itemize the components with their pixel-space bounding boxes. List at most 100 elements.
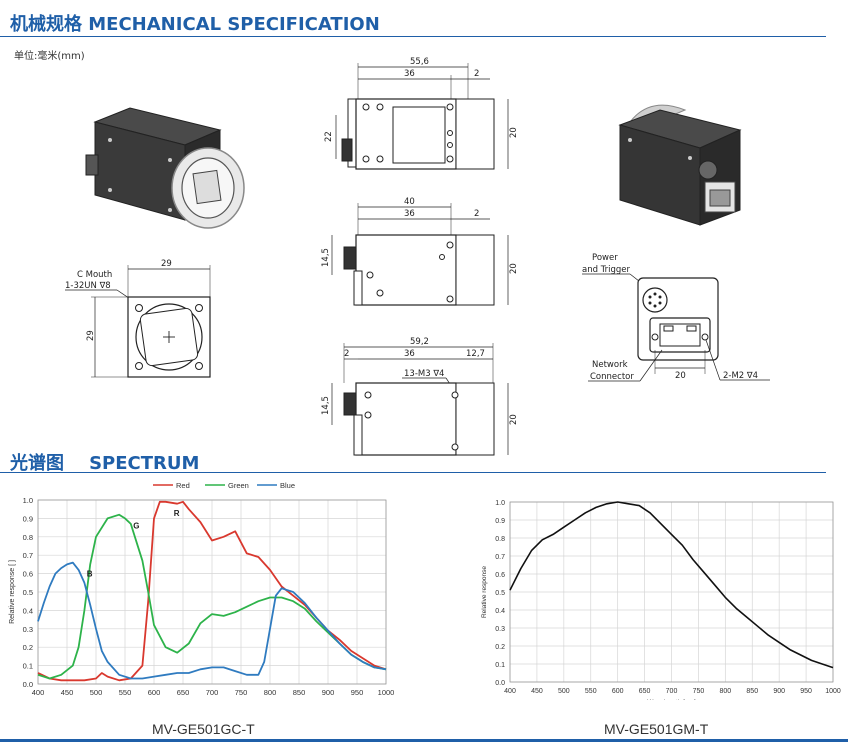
x-tick-label: 1000 xyxy=(378,688,395,697)
rear-width-dim: 20 xyxy=(675,371,686,381)
x-tick-label: 800 xyxy=(719,688,731,695)
top-right-height-dim: 20 xyxy=(509,127,519,138)
y-tick-label: 0.7 xyxy=(23,551,33,560)
y-tick-label: 0.0 xyxy=(23,680,33,689)
connector-label: Connector xyxy=(590,372,634,382)
x-tick-label: 950 xyxy=(800,688,812,695)
rear-holes-label: 2-M2 ∇4 xyxy=(723,371,758,381)
thread-label: 1-32UN ∇8 xyxy=(65,281,111,291)
x-tick-label: 1000 xyxy=(825,688,841,695)
x-tick-label: 400 xyxy=(32,688,45,697)
spectrum-section-rule xyxy=(0,472,826,473)
bottom-overall-dim: 59,2 xyxy=(410,337,429,347)
plot-frame xyxy=(37,499,387,685)
bottom-left-height-dim: 14,5 xyxy=(321,396,331,415)
series-line-green xyxy=(37,513,387,680)
y-tick-label: 0.5 xyxy=(495,590,505,597)
y-tick-label: 0.0 xyxy=(495,680,505,687)
unit-note: 单位:毫米(mm) xyxy=(14,51,85,62)
y-tick-label: 0.2 xyxy=(23,643,33,652)
network-label: Network xyxy=(592,360,628,370)
mono-model-caption: MV-GE501GM-T xyxy=(604,721,709,737)
bottom-rule xyxy=(0,739,848,742)
y-axis-label: Relative response [ ] xyxy=(9,560,16,624)
front-width-dim: 29 xyxy=(161,259,172,269)
y-tick-label: 0.1 xyxy=(23,662,33,671)
y-tick-label: 0.3 xyxy=(23,625,33,634)
x-tick-label: 850 xyxy=(746,688,758,695)
y-tick-label: 0.8 xyxy=(495,536,505,543)
spectrum-section-title: 光谱图 SPECTRUM xyxy=(10,453,200,474)
y-tick-label: 0.4 xyxy=(23,606,33,615)
top-overall-dim: 55,6 xyxy=(410,57,429,67)
y-tick-label: 0.9 xyxy=(23,514,33,523)
top-flange-dim: 2 xyxy=(474,69,479,79)
bottom-holes-label: 13-M3 ∇4 xyxy=(404,369,444,379)
y-tick-label: 0.6 xyxy=(23,570,33,579)
x-tick-label: 650 xyxy=(639,688,651,695)
front-height-dim: 29 xyxy=(86,330,96,341)
x-tick-label: 700 xyxy=(666,688,678,695)
x-tick-label: 850 xyxy=(293,688,306,697)
x-tick-label: 950 xyxy=(351,688,364,697)
rear-view-drawing: Power and Trigger Network Connector 20 2… xyxy=(582,253,770,382)
c-mouth-label: C Mouth xyxy=(77,270,112,280)
side-overall-dim: 40 xyxy=(404,197,415,207)
x-tick-label: 550 xyxy=(119,688,132,697)
top-body-dim: 36 xyxy=(404,69,415,79)
trigger-label: and Trigger xyxy=(582,265,631,275)
y-tick-label: 0.6 xyxy=(495,572,505,579)
x-axis-label: Wavelength [nm] xyxy=(647,699,696,700)
y-tick-label: 1.0 xyxy=(495,500,505,507)
color-model-caption: MV-GE501GC-T xyxy=(152,721,255,737)
mechanical-section-rule xyxy=(0,36,826,37)
series-marker-label-b: B xyxy=(87,570,93,579)
series-line-blue xyxy=(37,561,387,680)
x-tick-label: 500 xyxy=(558,688,570,695)
series-marker-label-g: G xyxy=(133,522,139,531)
x-tick-label: 750 xyxy=(693,688,705,695)
bottom-view-drawing: 59,2 2 36 12,7 13-M3 ∇4 14,5 20 xyxy=(321,337,519,456)
y-tick-label: 0.9 xyxy=(495,518,505,525)
mono-spectrum-chart-container: 400 450 500 550 600 650 700 750 800 850 900 950 1000… xyxy=(460,490,848,706)
mechanical-section-title: 机械规格 MECHANICAL SPECIFICATION xyxy=(10,14,380,35)
plot-frame xyxy=(509,501,834,683)
y-tick-label: 0.1 xyxy=(495,662,505,669)
x-tick-label: 550 xyxy=(585,688,597,695)
camera-3d-front-view xyxy=(85,107,245,229)
x-tick-label: 900 xyxy=(773,688,785,695)
side-view-drawing: 40 36 2 14,5 20 xyxy=(321,197,519,306)
x-tick-label: 600 xyxy=(148,688,161,697)
power-label: Power xyxy=(592,253,618,263)
side-left-height-dim: 14,5 xyxy=(321,248,331,267)
top-left-height-dim: 22 xyxy=(324,131,334,142)
x-tick-label: 600 xyxy=(612,688,624,695)
x-tick-label: 700 xyxy=(206,688,219,697)
bottom-right-dim: 12,7 xyxy=(466,349,485,359)
side-body-dim: 36 xyxy=(404,209,415,219)
y-tick-label: 0.2 xyxy=(495,644,505,651)
camera-3d-rear-view xyxy=(618,104,742,226)
series-marker-label-r: R xyxy=(174,509,180,518)
x-tick-label: 400 xyxy=(504,688,516,695)
legend-label-green: Green xyxy=(228,481,249,490)
y-tick-label: 0.8 xyxy=(23,533,33,542)
bottom-left-dim: 2 xyxy=(344,349,349,359)
series-line-response xyxy=(509,501,834,669)
mono-spectrum-chart: 400 450 500 550 600 650 700 750 800 850 900 950 1000… xyxy=(481,500,841,706)
legend-label-blue: Blue xyxy=(280,481,295,490)
x-tick-label: 500 xyxy=(90,688,103,697)
x-tick-label: 750 xyxy=(235,688,248,697)
bottom-body-dim: 36 xyxy=(404,349,415,359)
side-right-height-dim: 20 xyxy=(509,263,519,274)
y-tick-label: 1.0 xyxy=(23,496,33,505)
x-tick-label: 650 xyxy=(177,688,190,697)
bottom-right-height-dim: 20 xyxy=(509,414,519,425)
y-tick-label: 0.5 xyxy=(23,588,33,597)
side-flange-dim: 2 xyxy=(474,209,479,219)
y-tick-label: 0.7 xyxy=(495,554,505,561)
x-tick-label: 450 xyxy=(531,688,543,695)
front-view-drawing: C Mouth 1-32UN ∇8 29 29 xyxy=(65,259,211,378)
y-axis-label: Relative response xyxy=(481,566,488,618)
